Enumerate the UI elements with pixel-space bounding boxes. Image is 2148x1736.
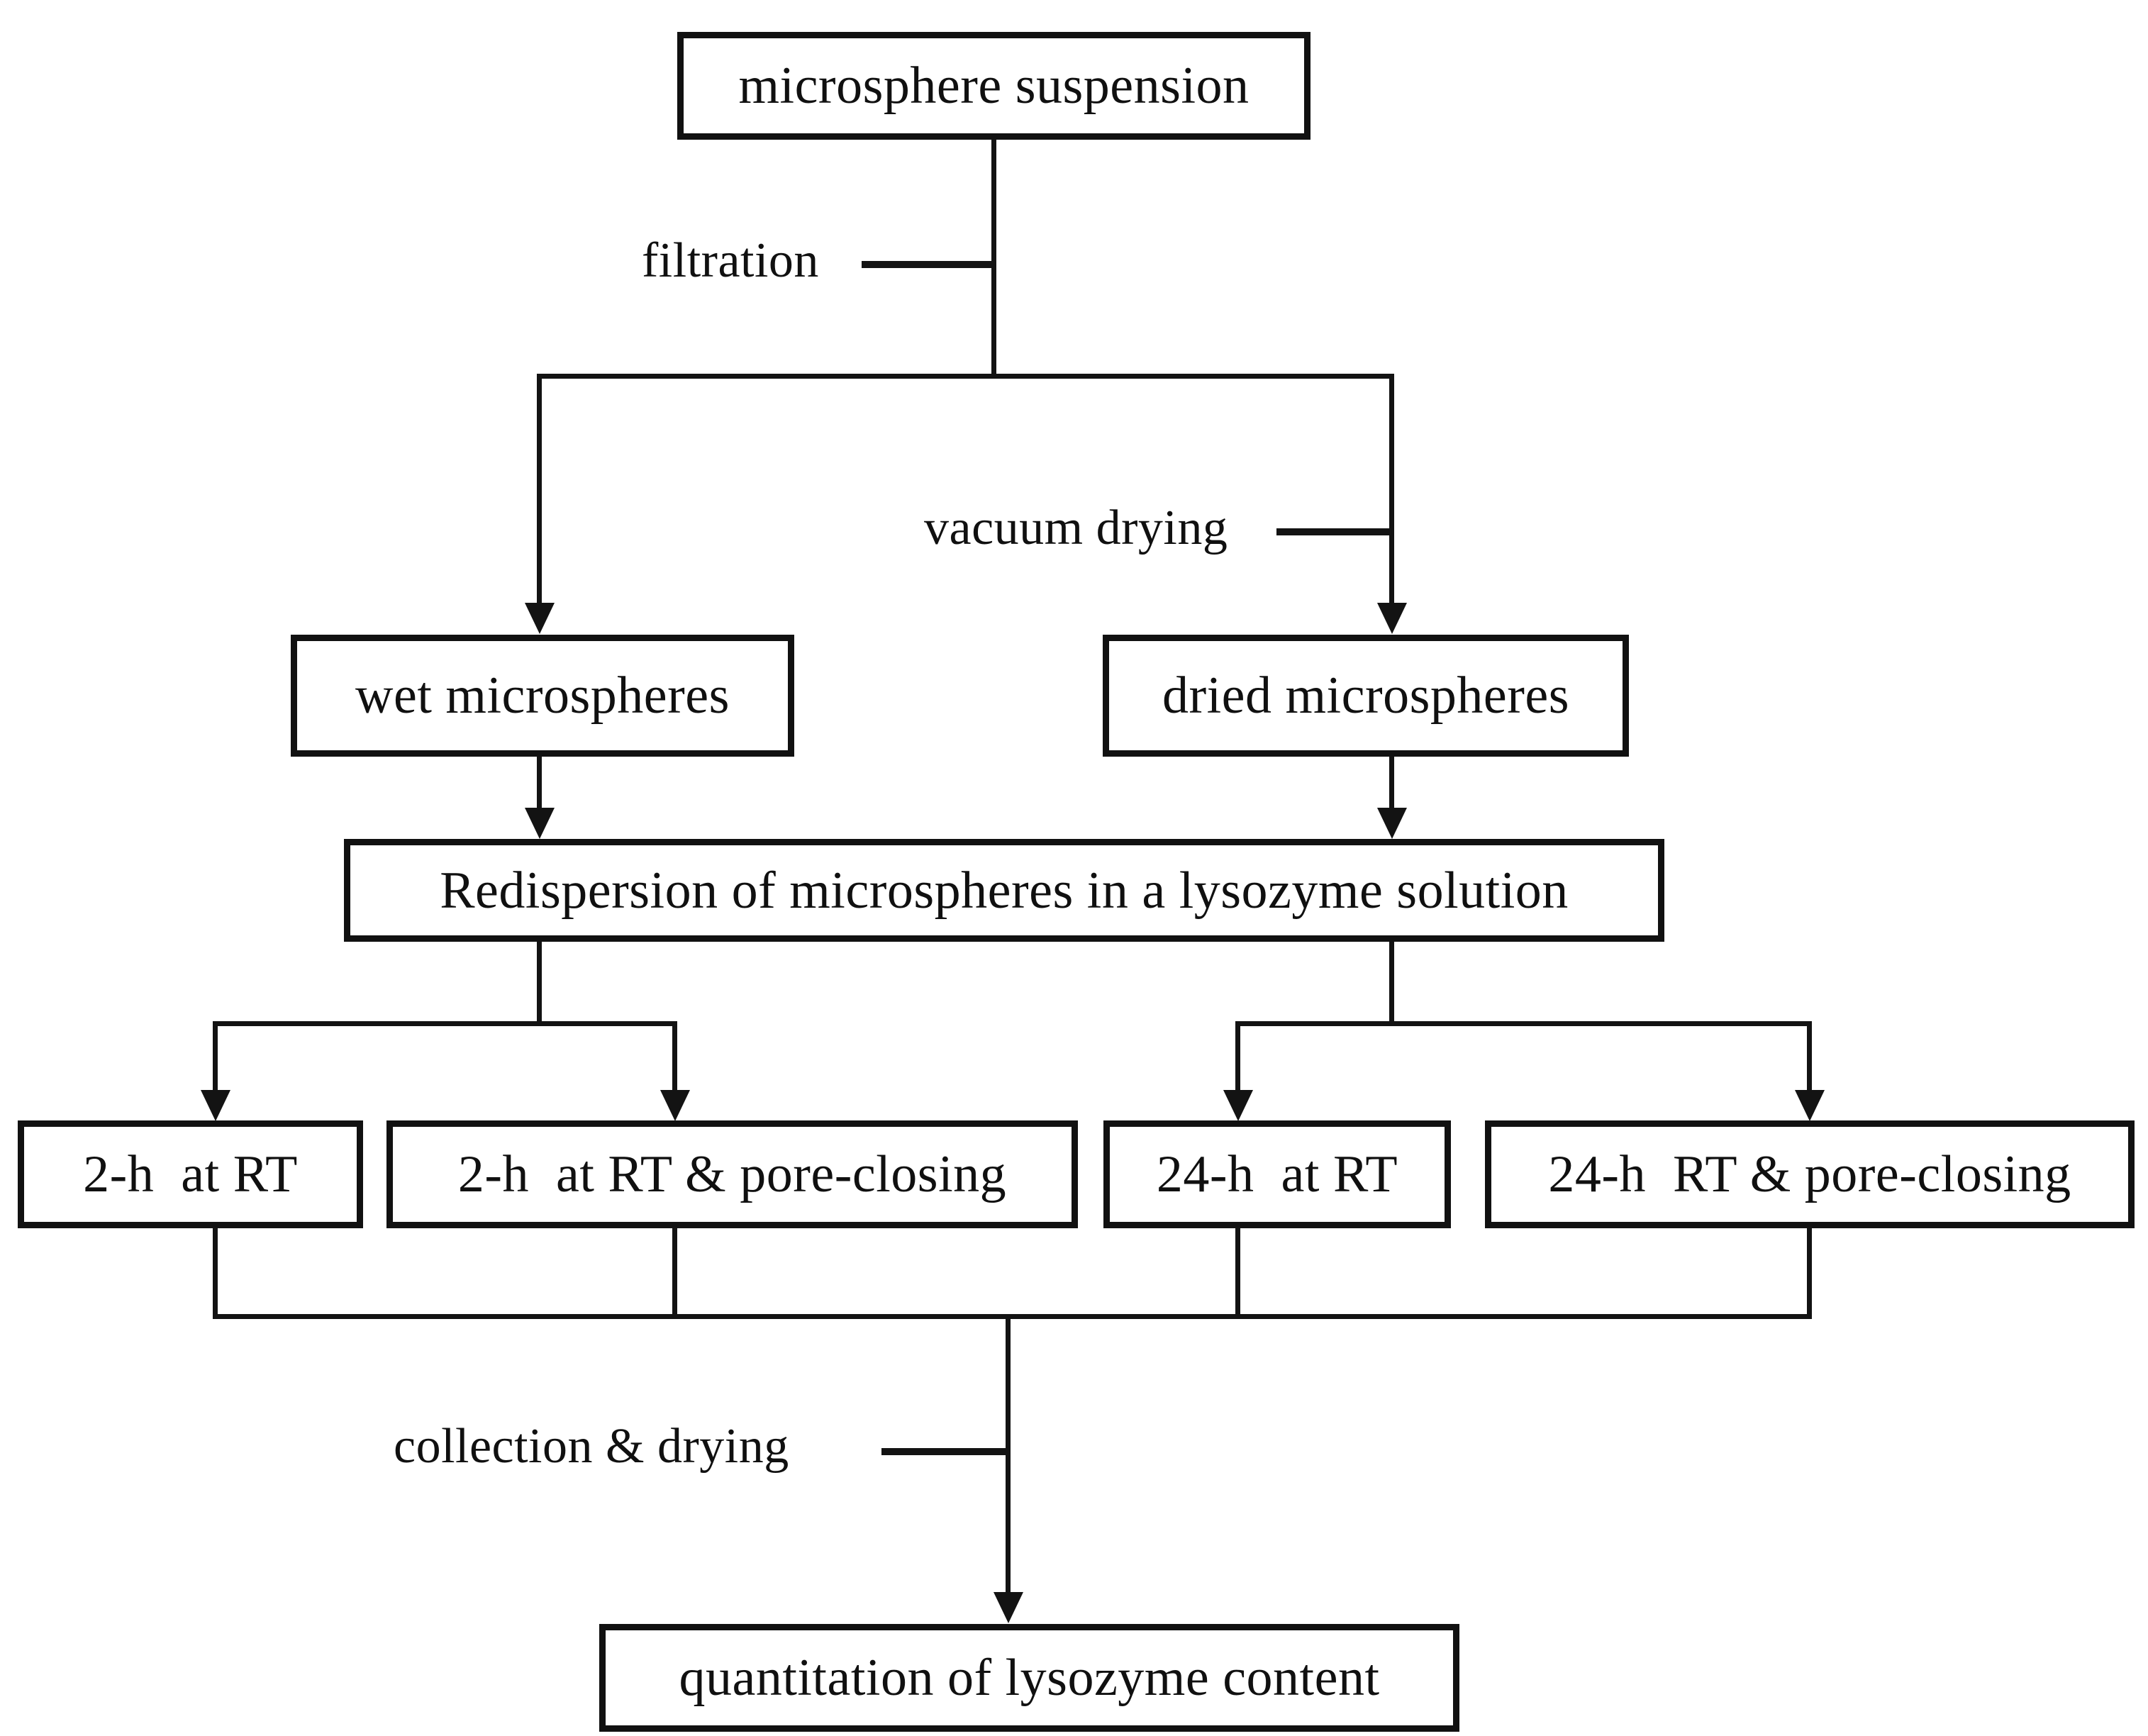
- edge-split-bar-right: [1235, 1021, 1812, 1026]
- node-label: microsphere suspension: [738, 57, 1250, 115]
- node-condition-24h-rt: 24-h at RT: [1103, 1120, 1451, 1228]
- edge-merge-bar: [213, 1314, 1812, 1319]
- arrowhead-to-wet: [525, 603, 555, 634]
- arrowhead-to-condition-3: [1223, 1090, 1253, 1121]
- edge-drop-to-condition-2: [672, 1021, 677, 1095]
- edge-label-collection-drying: collection & drying: [394, 1419, 789, 1474]
- edge-condition-4-down: [1807, 1227, 1812, 1319]
- node-condition-2h-rt-pore-closing: 2-h at RT & pore-closing: [386, 1120, 1078, 1228]
- node-label: 2-h at RT: [83, 1145, 298, 1203]
- node-condition-24h-rt-pore-closing: 24-h RT & pore-closing: [1485, 1120, 2135, 1228]
- node-label: Redispersion of microspheres in a lysozy…: [440, 861, 1569, 920]
- edge-label-vacuum-drying-tick: [1276, 528, 1394, 535]
- edge-condition-1-down: [213, 1227, 218, 1319]
- node-wet-microspheres: wet microspheres: [291, 635, 794, 757]
- arrowhead-to-condition-1: [201, 1090, 230, 1121]
- edge-drop-to-condition-1: [213, 1021, 218, 1095]
- edge-drop-to-condition-4: [1807, 1021, 1812, 1095]
- edge-label-vacuum-drying: vacuum drying: [924, 501, 1228, 555]
- edge-drop-to-dried: [1389, 374, 1394, 608]
- arrowhead-to-condition-2: [660, 1090, 690, 1121]
- edge-merge-trunk: [1006, 1314, 1011, 1598]
- edge-split-bar-top: [537, 374, 1394, 379]
- edge-condition-2-down: [672, 1227, 677, 1319]
- edge-condition-3-down: [1235, 1227, 1240, 1319]
- edge-drop-to-condition-3: [1235, 1021, 1240, 1095]
- edge-dried-to-redispersion: [1389, 757, 1394, 812]
- node-label: quantitation of lysozyme content: [679, 1649, 1380, 1707]
- edge-redispersion-right-trunk: [1389, 942, 1394, 1024]
- node-quantitation-of-lysozyme-content: quantitation of lysozyme content: [599, 1624, 1459, 1732]
- edge-label-filtration: filtration: [642, 233, 819, 288]
- node-dried-microspheres: dried microspheres: [1103, 635, 1629, 757]
- node-label: dried microspheres: [1162, 667, 1570, 725]
- edge-label-filtration-tick: [862, 261, 996, 268]
- edge-split-bar-left: [213, 1021, 677, 1026]
- arrowhead-to-dried: [1377, 603, 1407, 634]
- node-label: 2-h at RT & pore-closing: [457, 1145, 1007, 1203]
- edge-drop-to-wet: [537, 374, 542, 608]
- node-label: 24-h RT & pore-closing: [1548, 1145, 2071, 1203]
- arrowhead-to-condition-4: [1795, 1090, 1825, 1121]
- edge-wet-to-redispersion: [537, 757, 542, 812]
- arrowhead-to-quantitation: [994, 1592, 1023, 1623]
- node-microsphere-suspension: microsphere suspension: [677, 32, 1310, 140]
- arrowhead-dried-to-redispersion: [1377, 808, 1407, 839]
- edge-label-collection-drying-tick: [881, 1448, 1011, 1455]
- node-redispersion: Redispersion of microspheres in a lysozy…: [344, 839, 1664, 942]
- node-label: 24-h at RT: [1156, 1145, 1398, 1203]
- arrowhead-wet-to-redispersion: [525, 808, 555, 839]
- edge-suspension-stem: [991, 140, 996, 378]
- node-condition-2h-rt: 2-h at RT: [18, 1120, 363, 1228]
- edge-redispersion-left-trunk: [537, 942, 542, 1024]
- node-label: wet microspheres: [355, 667, 730, 725]
